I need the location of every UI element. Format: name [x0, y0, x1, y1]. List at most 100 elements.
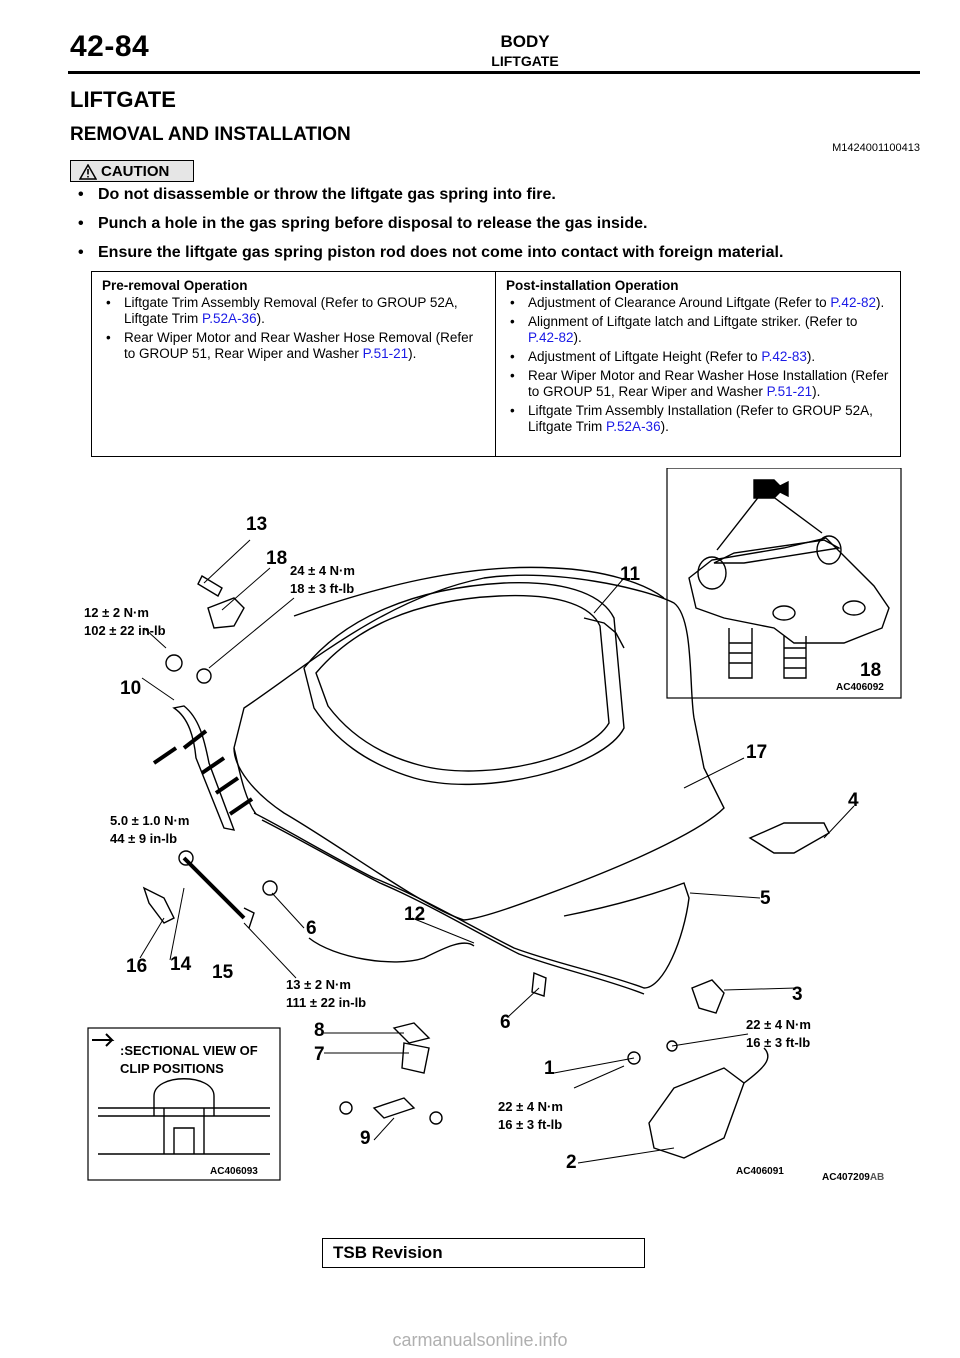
callout-1: 1 — [544, 1058, 555, 1079]
part-2-latch — [648, 1067, 745, 1159]
section-title: BODY — [500, 32, 550, 51]
part-18-hinge — [207, 597, 245, 629]
callout-17: 17 — [746, 742, 768, 763]
figure-code: AC406093 — [210, 1166, 258, 1177]
post-installation-item: Rear Wiper Motor and Rear Washer Hose In… — [506, 368, 890, 400]
callout-12: 12 — [404, 904, 426, 925]
torque-spec: 22 ± 4 N·m 16 ± 3 ft-lb — [746, 1017, 811, 1050]
figure-code: AC406092 — [836, 682, 884, 693]
callout-13: 13 — [246, 514, 268, 535]
page-subtitle: REMOVAL AND INSTALLATION — [70, 124, 351, 145]
diagram-drawing — [87, 468, 902, 1181]
tsb-revision-label: TSB Revision — [333, 1243, 443, 1262]
part-bolt — [165, 654, 183, 672]
part-14-rod — [182, 856, 246, 920]
callout-9: 9 — [360, 1128, 371, 1149]
header-rule — [68, 71, 920, 74]
callout-6b: 6 — [500, 1012, 511, 1033]
part-nut — [196, 668, 212, 684]
arrow-icon — [92, 1033, 115, 1047]
post-installation-column: Post-installation Operation Adjustment o… — [496, 272, 900, 456]
callout-14: 14 — [170, 954, 192, 975]
clip-inset-frame — [87, 1027, 281, 1181]
part-15 — [243, 907, 255, 929]
part-6-grommet — [262, 880, 278, 896]
document-code: M1424001100413 — [832, 142, 920, 154]
hinge-inset-frame — [666, 468, 902, 699]
part-bolt — [429, 1111, 443, 1125]
callout-8: 8 — [314, 1020, 325, 1041]
page-link[interactable]: P.52A-36 — [202, 311, 257, 326]
torque-spec: 22 ± 4 N·m 16 ± 3 ft-lb — [498, 1099, 563, 1132]
part-16 — [142, 886, 175, 924]
hinge-detail-icon — [688, 479, 890, 679]
part-latch-cable — [743, 1047, 769, 1084]
part-bolt — [339, 1101, 353, 1115]
part-8 — [392, 1022, 431, 1044]
operations-table: Pre-removal Operation Liftgate Trim Asse… — [91, 271, 901, 457]
liftgate-body-outline — [233, 566, 725, 995]
watermark-footer: carmanualsonline.info — [392, 1330, 568, 1350]
page-title: LIFTGATE — [70, 87, 176, 112]
callout-18-inset: 18 — [860, 660, 882, 681]
torque-spec: 12 ± 2 N·m 102 ± 22 in-lb — [84, 605, 166, 638]
clip-position-arrows — [152, 729, 254, 816]
caution-item: Punch a hole in the gas spring before di… — [74, 215, 914, 244]
pre-removal-column: Pre-removal Operation Liftgate Trim Asse… — [92, 272, 496, 456]
page-link[interactable]: P.42-83 — [761, 349, 807, 364]
post-installation-item: Liftgate Trim Assembly Installation (Ref… — [506, 403, 890, 435]
callout-5: 5 — [760, 888, 771, 909]
page-link[interactable]: P.51-21 — [766, 384, 813, 399]
pre-removal-item: Liftgate Trim Assembly Removal (Refer to… — [102, 295, 485, 327]
callout-18: 18 — [266, 548, 288, 569]
leader-lines — [139, 539, 855, 1164]
post-installation-heading: Post-installation Operation — [506, 278, 679, 293]
callout-2: 2 — [566, 1152, 577, 1173]
callout-4: 4 — [848, 790, 859, 811]
part-9 — [372, 1097, 416, 1119]
callout-7: 7 — [314, 1044, 325, 1065]
part-bolt — [178, 850, 194, 866]
sectional-view-label: :SECTIONAL VIEW OF CLIP POSITIONS — [120, 1043, 258, 1076]
callout-6a: 6 — [306, 918, 317, 939]
page-link[interactable]: P.42-82 — [528, 330, 574, 345]
clip-section-icon — [98, 1078, 270, 1155]
part-12-harness — [308, 937, 475, 963]
pre-removal-heading: Pre-removal Operation — [102, 278, 248, 293]
caution-label: CAUTION — [101, 163, 170, 180]
figure-code: AC407209AB — [822, 1172, 885, 1183]
parts-schematic — [142, 575, 830, 1159]
part-13 — [197, 575, 223, 597]
caution-list: Do not disassemble or throw the liftgate… — [74, 186, 914, 273]
callout-15: 15 — [212, 962, 234, 983]
part-bolt — [666, 1040, 678, 1052]
part-10-strip — [172, 705, 236, 831]
torque-spec: 13 ± 2 N·m 111 ± 22 in-lb — [286, 977, 367, 1010]
part-7 — [401, 1042, 430, 1074]
page-link[interactable]: P.52A-36 — [606, 419, 661, 434]
subsection-title: LIFTGATE — [491, 53, 559, 69]
part-6-bumper — [531, 971, 547, 997]
post-installation-item: Alignment of Liftgate latch and Liftgate… — [506, 314, 890, 346]
warning-triangle-icon — [79, 164, 97, 180]
torque-spec: 5.0 ± 1.0 N·m 44 ± 9 in-lb — [110, 813, 190, 846]
part-1-bolt — [627, 1051, 641, 1065]
caution-item: Ensure the liftgate gas spring piston ro… — [74, 244, 914, 273]
page-number: 42-84 — [70, 30, 150, 63]
part-11 — [583, 617, 625, 649]
part-4-spring — [748, 822, 830, 854]
callout-16: 16 — [126, 956, 148, 977]
torque-spec: 24 ± 4 N·m 18 ± 3 ft-lb — [290, 563, 355, 596]
page-link[interactable]: P.42-82 — [830, 295, 876, 310]
page-link[interactable]: P.51-21 — [362, 346, 409, 361]
tsb-revision-box: TSB Revision — [322, 1238, 645, 1268]
caution-badge: CAUTION — [70, 160, 194, 182]
callout-11: 11 — [620, 564, 641, 585]
callout-10: 10 — [120, 678, 142, 699]
post-installation-item: Adjustment of Liftgate Height (Refer to … — [506, 349, 890, 365]
figure-code: AC406091 — [736, 1166, 784, 1177]
part-3 — [691, 979, 725, 1014]
pre-removal-item: Rear Wiper Motor and Rear Washer Hose Re… — [102, 330, 485, 362]
post-installation-item: Adjustment of Clearance Around Liftgate … — [506, 295, 890, 311]
callout-3: 3 — [792, 984, 803, 1005]
